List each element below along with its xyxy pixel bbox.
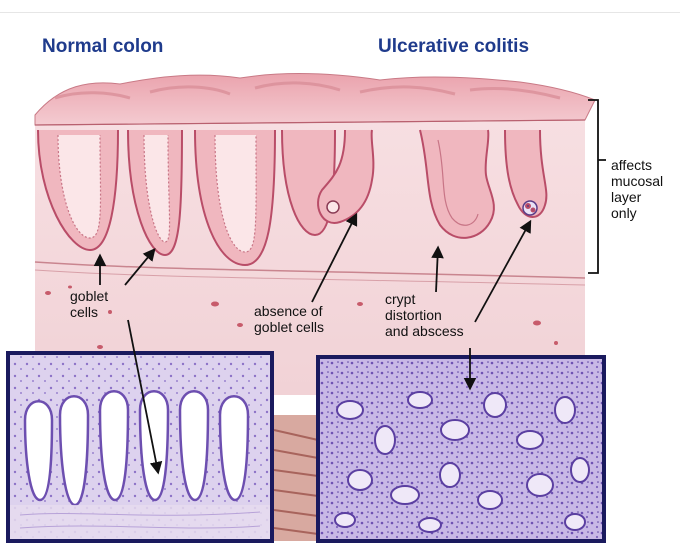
arrow-goblet-2 [124, 248, 156, 286]
normal-crypts [37, 129, 336, 267]
label-goblet-cells: goblet cells [70, 288, 109, 320]
arrow-absence [311, 212, 358, 303]
label-crypt-distortion: crypt distortion and abscess [385, 291, 464, 339]
label-affects-mucosal: affects mucosal layer only [611, 157, 664, 221]
title-ulcerative-colitis: Ulcerative colitis [378, 36, 530, 57]
label-absence-of-goblet-cells: absence of goblet cells [254, 303, 325, 335]
annotation-arrows [93, 212, 532, 475]
arrow-crypt-1 [431, 245, 444, 293]
bracket-icon [588, 99, 606, 274]
top-divider [0, 12, 680, 13]
arrow-crypt-2 [474, 219, 532, 323]
histology-ulcerative [316, 355, 606, 543]
muscle-strip [273, 415, 319, 541]
histology-normal [6, 351, 274, 543]
ulcerative-crypts [317, 129, 548, 239]
arrow-goblet-histology [127, 319, 163, 475]
title-normal-colon: Normal colon [42, 36, 164, 57]
